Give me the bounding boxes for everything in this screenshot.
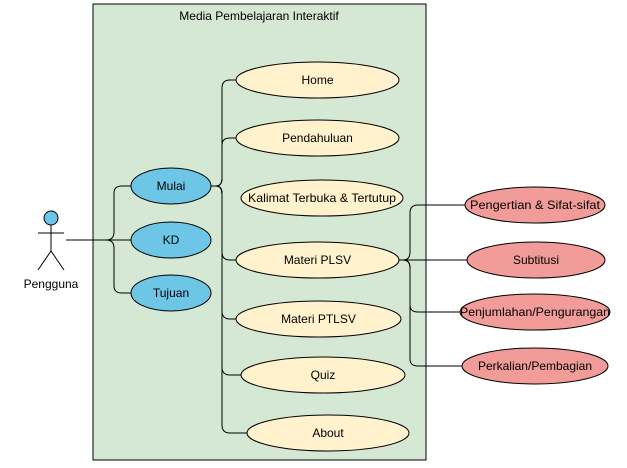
usecase-materi-ptlsv[interactable]: Materi PTLSV <box>235 300 402 338</box>
usecase-mulai[interactable]: Mulai <box>130 167 212 205</box>
usecase-penjumlahan-label: Penjumlahan/Pengurangan <box>460 305 610 319</box>
usecase-materi-plsv-label: Materi PLSV <box>284 253 351 267</box>
usecase-about-label: About <box>312 426 344 440</box>
usecase-subtitusi-label: Subtitusi <box>513 253 559 267</box>
actor-label: Pengguna <box>24 277 79 291</box>
system-title: Media Pembelajaran Interaktif <box>179 9 339 23</box>
usecase-mulai-label: Mulai <box>157 179 186 193</box>
connector-lines <box>66 79 467 434</box>
connector-plsv-perkalian <box>399 259 462 367</box>
usecase-home-label: Home <box>301 73 333 87</box>
stick-figure-icon <box>37 210 65 271</box>
usecase-quiz[interactable]: Quiz <box>240 356 406 394</box>
usecase-perkalian-pembagian[interactable]: Perkalian/Pembagian <box>461 347 609 385</box>
actor-pengguna: Pengguna <box>24 210 79 291</box>
usecase-subtitusi[interactable]: Subtitusi <box>466 241 606 279</box>
usecase-quiz-label: Quiz <box>311 368 336 382</box>
usecase-penjumlahan-pengurangan[interactable]: Penjumlahan/Pengurangan <box>459 293 611 331</box>
connector-mulai-about <box>211 185 247 434</box>
usecase-tujuan[interactable]: Tujuan <box>130 274 212 312</box>
usecase-home[interactable]: Home <box>235 61 400 99</box>
connector-mulai-pendahuluan <box>211 137 236 187</box>
usecase-pengertian-sifat[interactable]: Pengertian & Sifat-sifat <box>464 186 606 224</box>
connector-actor-tujuan <box>66 239 131 294</box>
usecase-materi-ptlsv-label: Materi PTLSV <box>281 312 356 326</box>
usecase-kalimat-terbuka-tertutup[interactable]: Kalimat Terbuka & Tertutup <box>240 179 404 217</box>
usecase-about[interactable]: About <box>246 414 410 452</box>
usecase-pendahuluan[interactable]: Pendahuluan <box>235 119 400 157</box>
usecase-pengertian-label: Pengertian & Sifat-sifat <box>470 198 601 212</box>
usecase-tujuan-label: Tujuan <box>153 286 189 300</box>
usecase-kalimat-label: Kalimat Terbuka & Tertutup <box>248 191 396 205</box>
usecase-perkalian-label: Perkalian/Pembagian <box>478 359 592 373</box>
usecase-pendahuluan-label: Pendahuluan <box>282 131 353 145</box>
usecase-materi-plsv[interactable]: Materi PLSV <box>235 241 400 279</box>
usecase-kd[interactable]: KD <box>130 221 212 259</box>
usecase-kd-label: KD <box>163 233 180 247</box>
